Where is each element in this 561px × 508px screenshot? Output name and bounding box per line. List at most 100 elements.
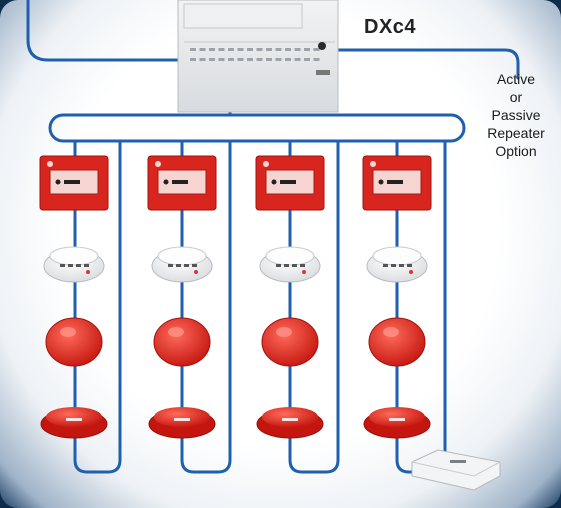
- call-point-text-mark: [280, 180, 296, 184]
- sounder-body: [261, 317, 319, 367]
- detector-vent: [284, 264, 289, 267]
- detector-vent: [176, 264, 181, 267]
- beacon-top: [46, 407, 102, 427]
- manual-call-point: [255, 155, 325, 211]
- sounder: [45, 317, 103, 367]
- detector-vent: [192, 264, 197, 267]
- sounder: [153, 317, 211, 367]
- detector-vent: [407, 264, 412, 267]
- panel-led: [218, 58, 225, 61]
- panel-led: [209, 48, 215, 51]
- panel-feed-cable-left: [26, 0, 180, 62]
- panel-led: [247, 58, 253, 61]
- panel-led: [209, 58, 215, 61]
- loop-cable: [180, 139, 232, 474]
- smoke-detector: [43, 246, 105, 283]
- call-point-flame-icon: [155, 161, 161, 167]
- repeater-note-line: Active: [496, 71, 536, 87]
- sounder: [368, 317, 426, 367]
- beacon-label: [66, 418, 82, 421]
- beacon-label: [282, 418, 298, 421]
- panel-led: [237, 48, 244, 51]
- smoke-detector: [366, 246, 428, 283]
- panel-led: [190, 48, 196, 51]
- beacon-sounder: [256, 407, 324, 439]
- repeater-unit: [411, 449, 501, 491]
- detector-vent: [184, 264, 189, 267]
- detector-led: [409, 270, 413, 274]
- panel-led: [285, 48, 291, 51]
- panel-badge: [316, 70, 330, 75]
- detector-vent: [76, 264, 81, 267]
- panel-led: [237, 58, 244, 61]
- panel-led: [199, 58, 206, 61]
- repeater-note-line: Repeater: [487, 125, 545, 141]
- beacon-top: [262, 407, 318, 427]
- sounder-highlight: [168, 327, 184, 337]
- beacon-label: [389, 418, 405, 421]
- sounder-body: [153, 317, 211, 367]
- panel-led: [256, 58, 263, 61]
- panel-led: [218, 48, 225, 51]
- call-point-flame-icon: [263, 161, 269, 167]
- repeater-note-line: or: [509, 89, 523, 105]
- loop-cable: [73, 139, 122, 474]
- beacon-sounder: [40, 407, 108, 439]
- manual-call-point: [39, 155, 109, 211]
- beacon-top: [154, 407, 210, 427]
- panel-led: [275, 48, 282, 51]
- call-point-text-mark: [172, 180, 188, 184]
- sounder-highlight: [276, 327, 292, 337]
- cable-network: [26, 0, 520, 474]
- panel-display: [183, 3, 303, 29]
- sounder-highlight: [383, 327, 399, 337]
- detector-top: [157, 246, 207, 266]
- control-panel: [177, 0, 339, 113]
- call-point-icon: [378, 179, 384, 185]
- manual-call-point: [362, 155, 432, 211]
- detector-vent: [68, 264, 73, 267]
- detector-led: [302, 270, 306, 274]
- sounder-highlight: [60, 327, 76, 337]
- detector-vent: [292, 264, 297, 267]
- beacon-top: [369, 407, 425, 427]
- detector-vent: [399, 264, 404, 267]
- detector-vent: [276, 264, 281, 267]
- repeater-edge: [411, 461, 501, 477]
- loop-cable: [288, 139, 340, 474]
- panel-led: [285, 58, 291, 61]
- panel-led: [304, 48, 310, 51]
- panel-led: [294, 58, 301, 61]
- detector-top: [49, 246, 99, 266]
- beacon-label: [174, 418, 190, 421]
- panel-led: [304, 58, 310, 61]
- call-point-text-mark: [64, 180, 80, 184]
- repeater-feed-cable: [336, 48, 520, 80]
- call-point-icon: [55, 179, 61, 185]
- manual-call-point: [147, 155, 217, 211]
- panel-led: [313, 58, 320, 61]
- detector-led: [194, 270, 198, 274]
- detector-led: [86, 270, 90, 274]
- sounder-body: [45, 317, 103, 367]
- call-point-flame-icon: [370, 161, 376, 167]
- call-point-flame-icon: [47, 161, 53, 167]
- loop-bus-cable: [48, 113, 466, 143]
- smoke-detector: [259, 246, 321, 283]
- sounder: [261, 317, 319, 367]
- beacon-sounder: [363, 407, 431, 439]
- smoke-detector: [151, 246, 213, 283]
- devices: [39, 155, 432, 439]
- panel-led: [266, 48, 272, 51]
- panel-led: [199, 48, 206, 51]
- beacon-sounder: [148, 407, 216, 439]
- detector-vent: [84, 264, 89, 267]
- panel-model-label: DXc4: [364, 16, 417, 38]
- repeater-option-label: Active or Passive Repeater Option: [476, 70, 556, 160]
- panel-led: [266, 58, 272, 61]
- detector-vent: [300, 264, 305, 267]
- call-point-icon: [163, 179, 169, 185]
- repeater-note-line: Passive: [491, 107, 541, 123]
